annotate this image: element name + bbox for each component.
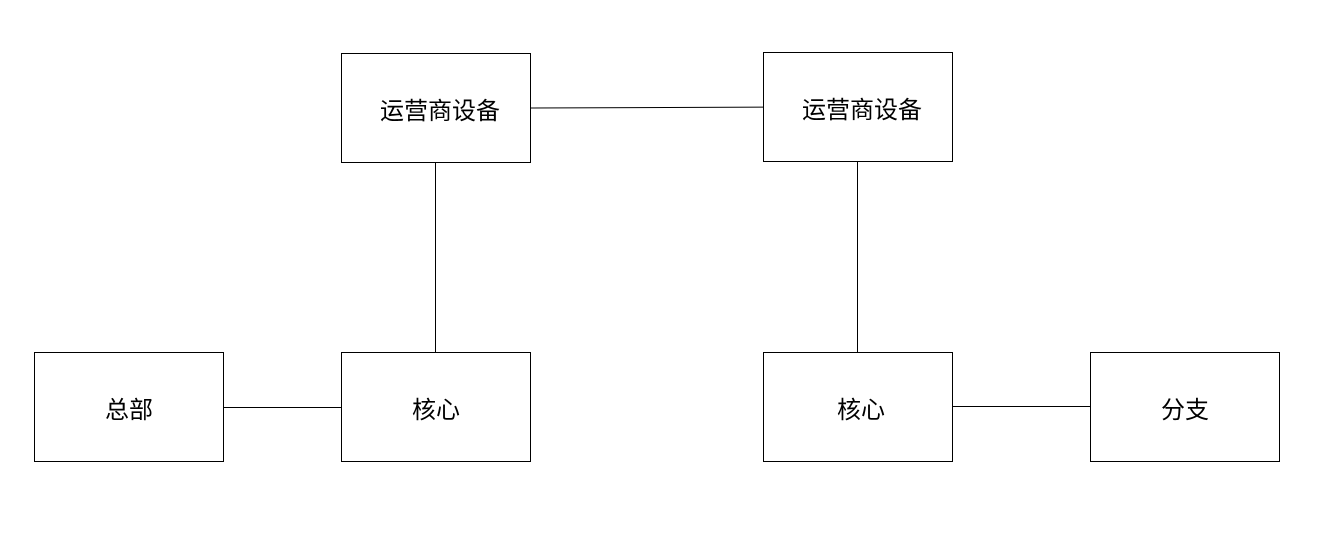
headquarters-node: 总部 <box>34 352 224 462</box>
carrier-device-node-right: 运营商设备 <box>763 52 953 162</box>
branch-node: 分支 <box>1090 352 1280 462</box>
core-node-right: 核心 <box>763 352 953 462</box>
core-label-right: 核心 <box>837 395 885 424</box>
carrier-device-node-left: 运营商设备 <box>341 53 531 163</box>
carrier-device-label-right: 运营商设备 <box>802 95 922 124</box>
core-node-left: 核心 <box>341 352 531 462</box>
carrier-device-label-left: 运营商设备 <box>380 96 500 125</box>
link-carrier-left-carrier-right <box>530 106 781 109</box>
branch-label: 分支 <box>1161 395 1209 424</box>
headquarters-label: 总部 <box>105 395 153 424</box>
core-label-left: 核心 <box>412 395 460 424</box>
